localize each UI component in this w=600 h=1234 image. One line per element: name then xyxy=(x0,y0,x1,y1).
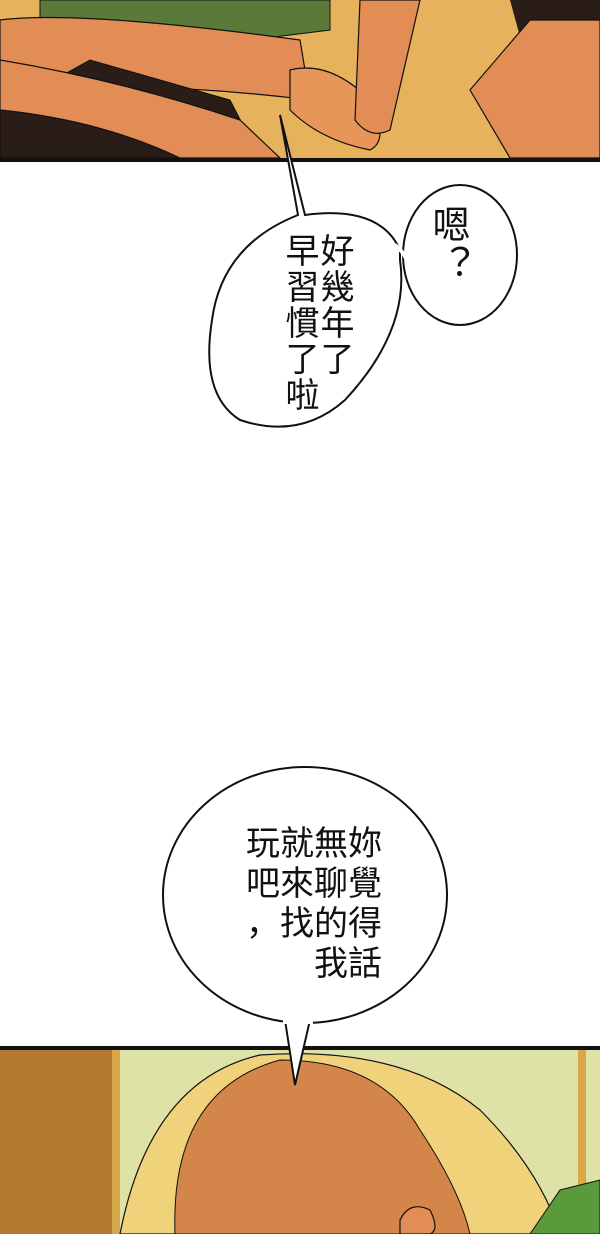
panel-top-arms xyxy=(0,0,600,162)
head-illustration xyxy=(0,1050,600,1234)
bubble-bottom-row-2: 吧來聊覺 xyxy=(246,864,382,904)
bubble-bottom-row-1: 玩就無妳 xyxy=(246,824,382,864)
bubble-bottom-outline xyxy=(162,766,448,1024)
bubble-small-text: 嗯？ xyxy=(426,205,470,285)
bubble-large-col-1: 好幾年了 xyxy=(314,233,354,377)
panel-bottom-head xyxy=(0,1046,600,1234)
bubble-large-col-2: 早習慣了啦 xyxy=(279,233,319,413)
bubble-bottom-row-4: 我話 xyxy=(314,944,382,984)
bubble-small-outline xyxy=(402,184,518,326)
arms-illustration xyxy=(0,0,600,158)
bubble-bottom-row-3: ，找的得 xyxy=(246,904,382,944)
